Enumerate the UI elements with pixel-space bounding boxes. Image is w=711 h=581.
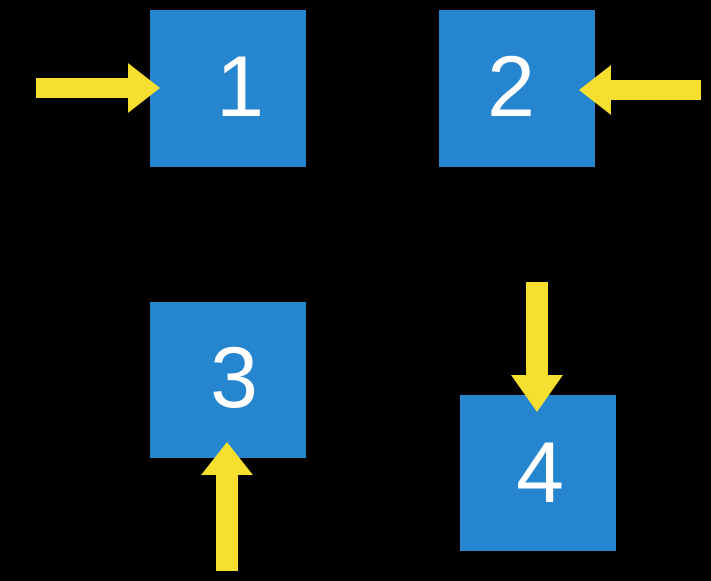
node-4-label: 4: [516, 425, 564, 521]
node-2-label: 2: [487, 38, 535, 135]
arrow-up-into-node-3-icon: [201, 442, 253, 571]
node-3-label: 3: [210, 330, 258, 426]
node-1[interactable]: 1: [150, 10, 306, 167]
node-4[interactable]: 4: [460, 395, 616, 551]
node-2[interactable]: 2: [439, 10, 595, 167]
arrow-down-into-node-4-icon: [511, 282, 563, 412]
arrow-right-into-node-1-icon: [36, 63, 160, 113]
node-3[interactable]: 3: [150, 302, 306, 458]
arrow-left-into-node-2-icon: [579, 65, 701, 115]
node-1-label: 1: [216, 38, 264, 135]
